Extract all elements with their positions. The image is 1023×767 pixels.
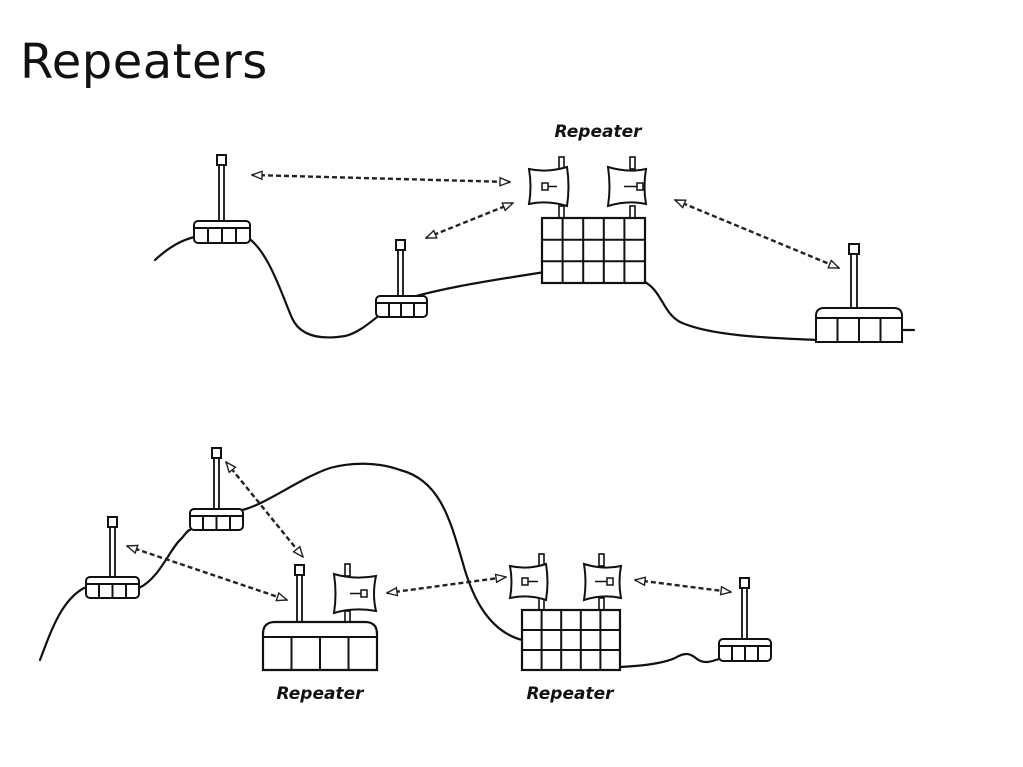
link-arrow — [635, 580, 731, 592]
antenna-icon — [739, 577, 750, 589]
link-arrow — [127, 546, 287, 600]
bottom-scene: Repeater Repeater — [38, 447, 772, 704]
slide-title: Repeaters — [20, 34, 268, 90]
link-arrow — [426, 201, 513, 240]
top-scene: Repeater — [153, 122, 916, 343]
top-right-station — [815, 243, 903, 343]
top-repeater: Repeater — [527, 122, 648, 285]
antenna-mast — [218, 164, 225, 222]
antenna-icon — [395, 239, 406, 251]
top-middle-station — [375, 239, 428, 318]
antenna-mast — [397, 249, 404, 297]
antenna-mast — [109, 526, 116, 578]
top-repeater-label: Repeater — [555, 122, 644, 142]
bottom-terrain-ridge — [240, 462, 524, 642]
top-terrain-left — [153, 234, 547, 339]
link-arrow — [252, 175, 510, 182]
building-icon — [520, 608, 622, 672]
antenna-mast — [741, 587, 748, 640]
bottom-right-repeater-label: Repeater — [527, 684, 616, 704]
link-arrow — [675, 198, 839, 270]
top-left-station — [193, 154, 251, 244]
bottom-right-repeater: Repeater — [508, 553, 623, 704]
bottom-left-repeater: Repeater — [261, 563, 379, 704]
link-arrow — [387, 577, 506, 593]
antenna-icon — [294, 564, 305, 576]
antenna-icon — [107, 516, 118, 528]
antenna-icon — [848, 243, 860, 255]
antenna-icon — [211, 447, 222, 459]
bottom-right-station — [718, 577, 772, 662]
antenna-mast — [213, 457, 220, 510]
link-arrow — [226, 462, 303, 557]
antenna-icon — [216, 154, 227, 166]
bottom-far-left-station — [85, 516, 140, 599]
bottom-left-station — [189, 447, 244, 531]
bottom-left-repeater-label: Repeater — [277, 684, 366, 704]
bottom-terrain-right — [618, 652, 721, 669]
antenna-mast — [296, 574, 303, 624]
top-terrain-right — [641, 279, 820, 342]
building-icon — [540, 216, 647, 285]
antenna-mast — [850, 253, 858, 309]
